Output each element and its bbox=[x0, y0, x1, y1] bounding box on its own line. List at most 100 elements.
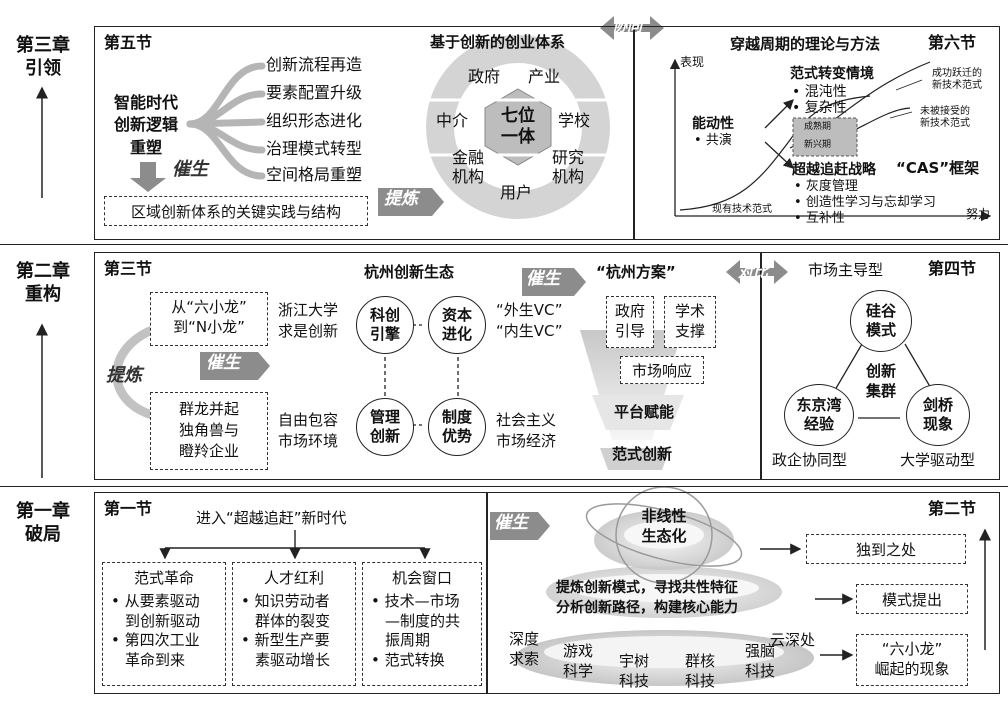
sec6-label: 第六节 bbox=[928, 33, 977, 52]
sec6-paradigm-item: • 混沌性 bbox=[792, 84, 847, 100]
sec4-silicon: 硅谷模式 bbox=[850, 290, 912, 352]
item-text: 第四次工业 bbox=[124, 631, 200, 649]
sec6-cas: “CAS”框架 bbox=[896, 159, 980, 177]
hz-cuisheng: 催生 bbox=[526, 269, 560, 289]
circle-text: 剑桥 bbox=[922, 396, 953, 415]
company-line: 游戏 bbox=[562, 642, 593, 660]
sec2-company: 群核 科技 bbox=[678, 652, 722, 691]
sec6-catchup-text: 创造性学习与忘却学习 bbox=[805, 195, 936, 210]
chapter-3: 第三章 引领 bbox=[0, 34, 86, 81]
sec6-agency-item: • 共演 bbox=[694, 133, 732, 148]
sec6-emerging-label: 新兴期 bbox=[804, 140, 832, 150]
sec3-right-top-line: “内生VC” bbox=[496, 322, 563, 340]
sec6-unaccepted-label: 未被接受的 新技术范式 bbox=[910, 106, 980, 130]
sec6-success-line: 成功跃迁的 bbox=[932, 68, 982, 79]
item-text: 革命到来 bbox=[125, 650, 186, 669]
hz-gov-line: 政府 bbox=[614, 302, 645, 320]
sec6-success-line: 新技术范式 bbox=[932, 80, 982, 91]
frame-sec3 bbox=[94, 252, 761, 480]
sec6-paradigm-text: 混沌性 bbox=[804, 84, 847, 100]
system-xietong: 协同 bbox=[612, 17, 643, 35]
item-text: 新型生产要 bbox=[254, 631, 330, 649]
hexagon bbox=[484, 88, 552, 166]
sec6-catchup-item: • 灰度管理 bbox=[794, 179, 858, 194]
sec1-col-1: 范式革命 • 从要素驱动 到创新驱动 • 第四次工业 革命到来 bbox=[102, 562, 226, 686]
chapter-2-sub: 重构 bbox=[25, 284, 61, 306]
hz-paradigm: 范式创新 bbox=[612, 445, 673, 463]
sec4-cluster: 创新 集群 bbox=[858, 362, 904, 401]
sec3-right-bottom-line: 社会主义 bbox=[496, 411, 557, 429]
sec3-right-top-line: “外生VC” bbox=[496, 301, 563, 319]
system-finance-line: 金融 bbox=[451, 148, 484, 167]
sec2-phenom-line: “六小龙” bbox=[881, 640, 943, 658]
duibi-arrow bbox=[726, 260, 788, 284]
company-line: 科学 bbox=[562, 661, 593, 680]
sec2-phenom-line: 崛起的现象 bbox=[874, 660, 950, 679]
system-agency: 中介 bbox=[436, 111, 469, 130]
sec5-core-line: 智能时代 bbox=[113, 93, 178, 112]
sec3-right-bottom: 社会主义 市场经济 bbox=[496, 410, 556, 452]
sec3-left-top-line: 浙江大学 bbox=[278, 301, 339, 319]
company-line: 科技 bbox=[744, 661, 775, 680]
sec3-box-bottom-line: 瞪羚企业 bbox=[178, 442, 239, 460]
xietong-arrow bbox=[600, 16, 664, 40]
sec6-success-label: 成功跃迁的 新技术范式 bbox=[922, 68, 992, 92]
sec4-gov-ent: 政企协同型 bbox=[772, 451, 848, 469]
sec3-left-bottom: 自由包容 市场环境 bbox=[278, 410, 338, 452]
sec6-agency-text: 共演 bbox=[705, 133, 732, 148]
sec6-title: 穿越周期的理论与方法 bbox=[730, 35, 881, 53]
circle-text: 模式 bbox=[865, 321, 896, 339]
system-gov: 政府 bbox=[468, 67, 501, 86]
sec3-right-bottom-line: 市场经济 bbox=[496, 432, 557, 450]
sec3-box-bottom-line: 独角兽与 bbox=[178, 421, 239, 439]
chapter-2-title: 第二章 bbox=[16, 261, 70, 282]
sec6-y-axis: 表现 bbox=[680, 55, 705, 69]
circle-text: 经验 bbox=[803, 415, 834, 433]
company-line: 科技 bbox=[684, 671, 715, 690]
divider-2 bbox=[0, 486, 1008, 487]
sec5-branch: 空间格局重塑 bbox=[266, 165, 363, 184]
chapter-2: 第二章 重构 bbox=[0, 260, 86, 307]
item-text: 素驱动增长 bbox=[255, 650, 331, 669]
hz-gov-box: 政府 引导 bbox=[606, 296, 654, 348]
sec4-cambridge: 剑桥现象 bbox=[906, 384, 970, 446]
sec2-model-text: 模式提出 bbox=[881, 590, 942, 609]
hz-market-box: 市场响应 bbox=[620, 356, 704, 384]
hz-acad-line: 支撑 bbox=[674, 322, 705, 341]
sec2-cloud: 云深处 bbox=[770, 631, 816, 649]
hz-gov-line: 引导 bbox=[614, 322, 645, 341]
sec1-col-head: 机会窗口 bbox=[391, 569, 452, 587]
system-center-line: 七位 bbox=[501, 106, 535, 126]
sec4-cluster-line: 集群 bbox=[865, 381, 896, 400]
circle-text: 进化 bbox=[441, 325, 472, 343]
sec3-box-top-line: 从“六小龙” bbox=[171, 298, 247, 316]
sec3-label: 第三节 bbox=[104, 259, 153, 278]
sec1-col-head: 人才红利 bbox=[263, 569, 324, 587]
sec2-depth-line: 深度 bbox=[508, 630, 539, 648]
system-finance-line: 机构 bbox=[451, 167, 484, 187]
sec1-col-item: • 从要素驱动 到创新驱动 • 第四次工业 革命到来 bbox=[111, 592, 225, 670]
sec2-unique-text: 独到之处 bbox=[855, 540, 916, 559]
sec6-unaccepted-line: 未被接受的 bbox=[920, 106, 970, 117]
sec2-top: 非线性 生态化 bbox=[632, 506, 696, 547]
frame-sec4 bbox=[761, 252, 1000, 480]
item-text: 知识劳动者 bbox=[254, 592, 330, 610]
sec3-circle-zd: 制度优势 bbox=[428, 398, 486, 456]
sec3-box-top-line: 到“N小龙” bbox=[173, 318, 245, 337]
sec5-bottom-box-text: 区域创新体系的关键实践与结构 bbox=[130, 202, 341, 221]
hz-duibi: 对比 bbox=[738, 263, 769, 281]
sec3-cuisheng-arrow bbox=[200, 352, 270, 380]
sec5-branch: 创新流程再造 bbox=[266, 55, 363, 74]
sec5-down-arrow bbox=[130, 162, 166, 192]
sec6-existing-label: 现有技术范式 bbox=[712, 204, 772, 215]
item-text: 从要素驱动 bbox=[124, 592, 200, 610]
sec6-mature-label: 成熟期 bbox=[804, 122, 832, 132]
sec3-left-bottom-line: 市场环境 bbox=[278, 432, 339, 450]
sec4-cluster-line: 创新 bbox=[865, 362, 896, 380]
hz-cuisheng-arrow bbox=[522, 268, 586, 296]
sec2-cuisheng-arrow bbox=[490, 512, 550, 540]
chapter-1: 第一章 破局 bbox=[0, 500, 86, 547]
circle-text: 现象 bbox=[922, 415, 953, 433]
sec6-catchup-text: 灰度管理 bbox=[805, 179, 858, 194]
